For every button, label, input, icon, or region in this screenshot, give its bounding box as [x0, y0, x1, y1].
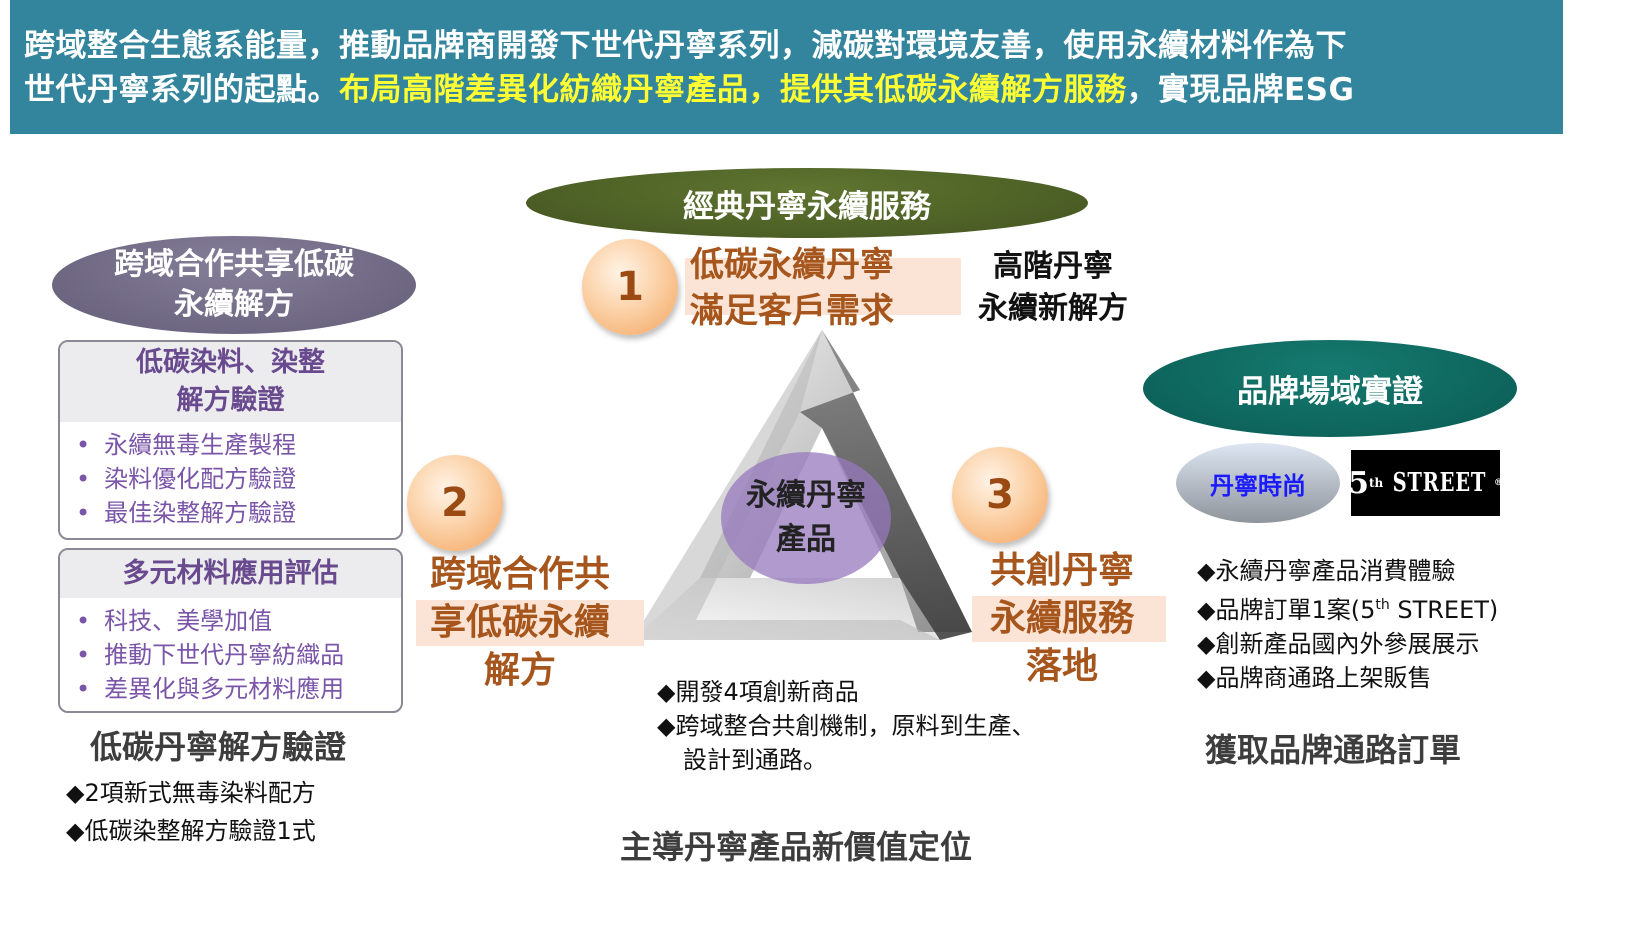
header-banner: 跨域整合生態系能量，推動品牌商開發下世代丹寧系列，減碳對環境友善，使用永續材料作… [10, 0, 1563, 134]
text-line: 享低碳永續 [430, 602, 611, 643]
bullet-item: ◆永續丹寧產品消費體驗 [1197, 557, 1456, 585]
list-item: 科技、美學加值 [76, 604, 401, 638]
triangle-right-beam [800, 330, 972, 640]
left-bullets: ◆2項新式無毒染料配方 ◆低碳染整解方驗證1式 [66, 776, 316, 848]
bullet-item: ◆品牌訂單1案(5th STREET) [1197, 588, 1498, 627]
step-2-badge: 2 [407, 455, 503, 551]
header-highlight: 布局高階差異化紡織丹寧產品，提供其低碳永續解方服務 [339, 72, 1127, 108]
step-1-badge: 1 [582, 239, 678, 335]
text-line: 共創丹寧 [990, 550, 1135, 591]
text-line: 永續新解方 [978, 291, 1128, 326]
logo-num: 5 [1348, 465, 1369, 501]
bullet-item: ◆2項新式無毒染料配方 [66, 779, 316, 807]
text-line: 永續服務 [990, 598, 1135, 639]
bullet-sup: th [1375, 597, 1390, 613]
bullet-item: ◆跨域整合共創機制，原料到生產、 [657, 712, 1036, 740]
bullet-item: ◆創新產品國內外參展展示 [1197, 630, 1480, 658]
list-item: 染料優化配方驗證 [76, 462, 401, 496]
oval-line: 跨域合作共享低碳 [114, 247, 354, 282]
step-3-text: 共創丹寧 永續服務 落地 [990, 547, 1134, 691]
step-1-text: 低碳永續丹寧 滿足客戶需求 [690, 242, 894, 334]
list-item: 永續無毒生產製程 [76, 428, 401, 462]
box-list: 科技、美學加值 推動下世代丹寧紡織品 差異化與多元材料應用 [60, 598, 401, 706]
core-product: 永續丹寧 產品 [721, 452, 891, 584]
box-title: 低碳染料、染整 [136, 347, 325, 378]
logo-sup: th [1368, 476, 1384, 490]
text-line: 低碳永續丹寧 [690, 245, 894, 285]
right-caption: 獲取品牌通路訂單 [1205, 731, 1462, 769]
oval-line: 永續解方 [174, 287, 294, 322]
header-line-1: 跨域整合生態系能量，推動品牌商開發下世代丹寧系列，減碳對環境友善，使用永續材料作… [24, 28, 1347, 64]
center-oval-title: 經典丹寧永續服務 [526, 168, 1088, 238]
bullet-text: STREET) [1389, 596, 1499, 624]
brand-denim-fashion: 丹寧時尚 [1176, 443, 1340, 523]
box-title: 解方驗證 [176, 385, 285, 416]
core-line: 永續丹寧 [746, 478, 866, 513]
center-bullets: ◆開發4項創新商品 ◆跨域整合共創機制，原料到生產、 設計到通路。 [657, 675, 1035, 777]
step-2-text: 跨域合作共 享低碳永續 解方 [430, 551, 610, 695]
core-line: 產品 [776, 522, 836, 557]
box-header: 低碳染料、染整解方驗證 [60, 342, 401, 422]
bullet-item: ◆品牌商通路上架販售 [1197, 664, 1432, 692]
text-line: 解方 [484, 650, 557, 691]
material-eval-box: 多元材料應用評估 科技、美學加值 推動下世代丹寧紡織品 差異化與多元材料應用 [58, 548, 403, 713]
text-line: 跨域合作共 [430, 554, 611, 595]
triangle-shade [632, 330, 940, 640]
side-text: 高階丹寧 永續新解方 [978, 246, 1128, 330]
dye-solution-box: 低碳染料、染整解方驗證 永續無毒生產製程 染料優化配方驗證 最佳染整解方驗證 [58, 340, 403, 540]
header-line-2: 世代丹寧系列的起點。布局高階差異化紡織丹寧產品，提供其低碳永續解方服務，實現品牌… [24, 68, 1563, 112]
center-caption: 主導丹寧產品新價值定位 [620, 828, 973, 866]
left-oval-title: 跨域合作共享低碳 永續解方 [52, 236, 416, 334]
text-line: 落地 [1026, 646, 1099, 687]
step-3-badge: 3 [952, 447, 1048, 543]
bullet-item: ◆低碳染整解方驗證1式 [66, 817, 316, 845]
logo-name: STREET [1392, 468, 1487, 498]
header-text-end: ，實現品牌ESG [1126, 72, 1355, 108]
penrose-triangle [632, 330, 972, 640]
bullet-item: ◆開發4項創新商品 [657, 678, 859, 706]
list-item: 最佳染整解方驗證 [76, 496, 401, 530]
box-list: 永續無毒生產製程 染料優化配方驗證 最佳染整解方驗證 [60, 422, 401, 530]
text-line: 高階丹寧 [993, 249, 1113, 284]
text-line: 滿足客戶需求 [690, 291, 894, 331]
bullet-text: ◆品牌訂單1案(5 [1197, 596, 1376, 624]
list-item: 推動下世代丹寧紡織品 [76, 638, 401, 672]
right-bullets: ◆永續丹寧產品消費體驗 ◆品牌訂單1案(5th STREET) ◆創新產品國內外… [1197, 554, 1498, 695]
box-header: 多元材料應用評估 [60, 550, 401, 598]
header-text: 世代丹寧系列的起點。 [24, 72, 339, 108]
left-caption: 低碳丹寧解方驗證 [90, 728, 347, 766]
highlight-band [972, 596, 1166, 642]
bullet-item: 設計到通路。 [683, 746, 827, 774]
list-item: 差異化與多元材料應用 [76, 672, 401, 706]
logo-mark: ® [1493, 478, 1503, 488]
right-oval-title: 品牌場域實證 [1143, 340, 1517, 437]
highlight-band [416, 600, 644, 646]
highlight-band [685, 258, 961, 315]
